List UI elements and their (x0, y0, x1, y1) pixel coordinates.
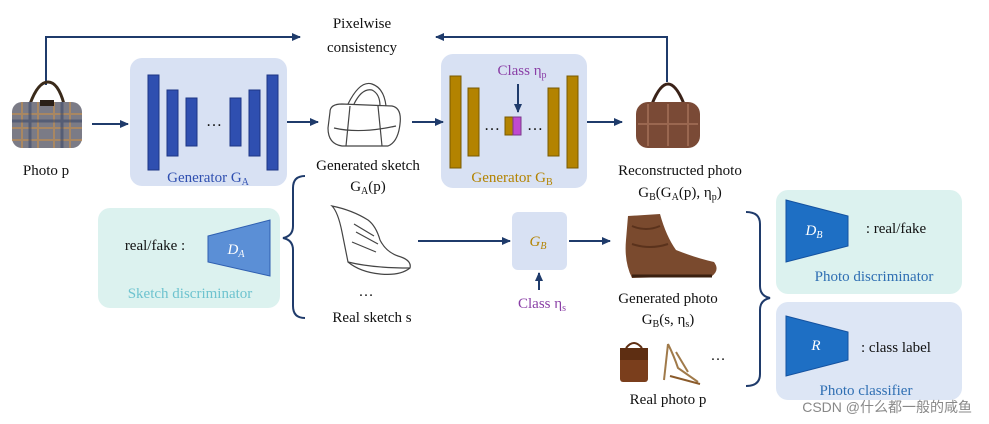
generator-a-ellipsis: … (206, 113, 222, 130)
generator-b-layers (449, 75, 579, 169)
sketch-discriminator-label: Sketch discriminator (128, 286, 253, 302)
d-a-trapezoid (207, 219, 271, 277)
class-eta-p-label: Class ηp (497, 63, 546, 81)
pixelwise-loop-left (45, 33, 301, 85)
generated-sketch-label: Generated sketch (316, 158, 420, 174)
reconstructed-formula: GB(GA(p), ηp) (638, 185, 721, 203)
photo-bracket (745, 211, 771, 387)
class-eta-s-label: Class ηs (518, 296, 566, 314)
real-sketch-label: Real sketch s (332, 310, 411, 326)
generated-sketch-formula: GA(p) (350, 179, 386, 197)
generated-boot-image (625, 214, 717, 278)
real-photo-ellipsis: … (711, 348, 726, 364)
generator-b-ellipsis-left: … (484, 117, 500, 134)
real-sketch-ellipsis: … (359, 284, 374, 300)
generated-sketch-image (327, 82, 401, 147)
generated-photo-formula: GB(s, ηs) (642, 312, 695, 330)
generator-b-label: Generator GB (471, 170, 553, 188)
d-b-trapezoid (785, 199, 849, 263)
real-photo-bag-image (620, 342, 648, 382)
photo-discriminator-label: Photo discriminator (815, 269, 934, 285)
class-code-block (504, 116, 522, 136)
watermark-text: CSDN @什么都一般的咸鱼 (802, 399, 972, 415)
real-fake-b-label: : real/fake (866, 221, 927, 237)
class-label-text: : class label (861, 340, 931, 356)
r-label: R (810, 338, 820, 354)
generated-photo-label: Generated photo (618, 291, 718, 307)
pixelwise-loop-right (435, 33, 668, 82)
generator-a-layers (147, 74, 279, 171)
photo-classifier-label: Photo classifier (820, 383, 913, 399)
real-photo-heel-image (663, 343, 701, 385)
generator-a-label: Generator GA (167, 170, 250, 188)
sketch-bracket (282, 175, 306, 319)
r-trapezoid (785, 315, 849, 377)
pixelwise-label-1: Pixelwise (333, 16, 392, 32)
d-b-label: DB (805, 223, 823, 241)
d-a-label: DA (227, 242, 246, 260)
reconstructed-photo-label: Reconstructed photo (618, 163, 742, 179)
g-b-small-panel (512, 212, 567, 270)
pixelwise-label-2: consistency (327, 40, 397, 56)
g-b-small-label: GB (530, 234, 547, 252)
real-fake-a-label: real/fake : (125, 238, 185, 254)
real-photo-label: Real photo p (630, 392, 707, 408)
reconstructed-bag-image (636, 82, 700, 148)
generator-b-ellipsis-right: … (527, 117, 543, 134)
photo-p-label: Photo p (23, 163, 69, 179)
photo-bag-image (12, 80, 82, 148)
real-sketch-image (330, 205, 411, 275)
